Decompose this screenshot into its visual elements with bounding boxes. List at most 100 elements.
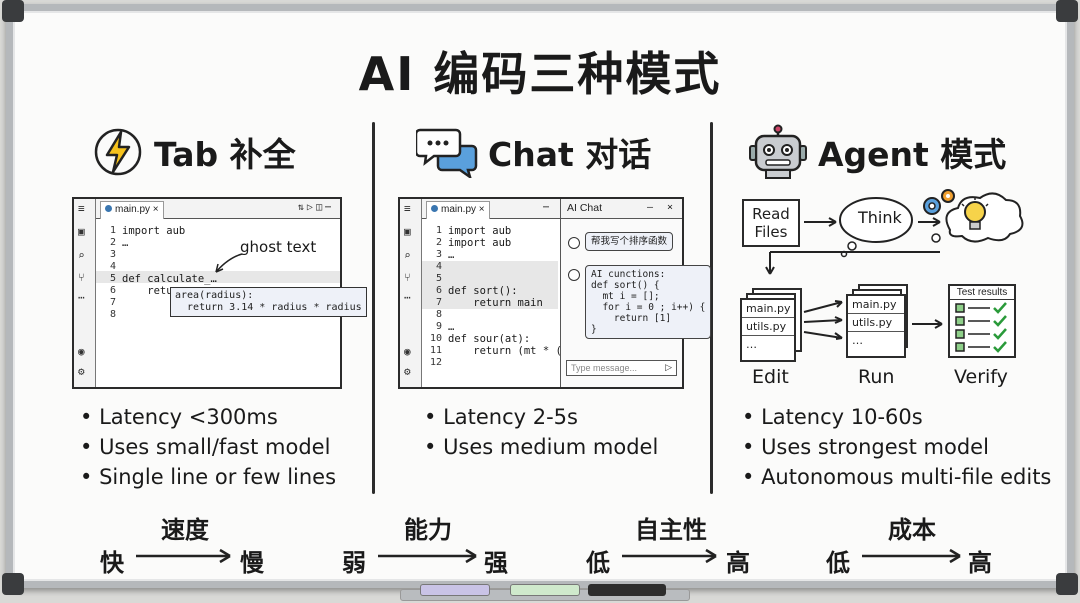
- agent-flow-arrows-bottom: [803, 300, 943, 340]
- files-icon[interactable]: ▣: [404, 225, 411, 238]
- purple-marker: [420, 584, 490, 596]
- agent-mode-heading: Agent 模式: [748, 122, 1006, 182]
- scale-arrow: [136, 548, 231, 564]
- agent-mode-title: Agent 模式: [818, 135, 1007, 174]
- bullet-item: Uses strongest model: [742, 432, 1051, 462]
- account-icon[interactable]: ◉: [404, 345, 411, 358]
- chat-mode-heading: Chat 对话: [416, 122, 651, 182]
- board-title: AI 编码三种模式: [358, 47, 722, 101]
- read-files-box: Read Files: [742, 199, 800, 247]
- menu-icon[interactable]: ≡: [78, 202, 85, 215]
- file-name: main.py: [742, 300, 794, 318]
- editor-tab[interactable]: main.py ×: [100, 201, 164, 219]
- settings-icon[interactable]: ⚙: [404, 365, 411, 378]
- scale-low: 低: [826, 549, 850, 577]
- read-files-label: Read Files: [752, 205, 790, 241]
- menu-icon[interactable]: ≡: [404, 202, 411, 215]
- more-icon[interactable]: ⋯: [404, 291, 411, 304]
- scale-title: 能力: [404, 516, 452, 544]
- edit-file-card: main.py utils.py …: [740, 298, 796, 362]
- scale-low: 低: [586, 549, 610, 577]
- scale-arrow: [862, 548, 961, 564]
- editor-toolbar[interactable]: ⇅▷◫⋯: [297, 202, 334, 213]
- files-icon[interactable]: ▣: [78, 225, 85, 238]
- verify-label: Verify: [954, 366, 1008, 388]
- file-name: utils.py: [848, 314, 904, 332]
- frame-corner: [1056, 0, 1078, 22]
- test-results-title: Test results: [950, 286, 1014, 300]
- bullet-item: Latency 10-60s: [742, 402, 1051, 432]
- scale-high: 高: [968, 549, 992, 577]
- run-label: Run: [858, 366, 895, 388]
- scale-title: 速度: [161, 516, 209, 544]
- user-message: 帮我写个排序函数: [585, 232, 674, 251]
- tab-mode-bullets: Latency <300ms Uses small/fast model Sin…: [80, 402, 336, 492]
- more-icon[interactable]: ⋯: [78, 291, 85, 304]
- frame-corner: [1056, 573, 1078, 595]
- frame-corner: [2, 573, 24, 595]
- user-avatar: [568, 237, 580, 249]
- frame-corner: [2, 0, 24, 22]
- scale-low: 快: [100, 549, 124, 577]
- test-results-panel: Test results: [948, 284, 1016, 358]
- speed-scale: 速度 快 慢: [100, 510, 270, 577]
- ghost-text-popup: area(radius): return 3.14 * radius * rad…: [170, 287, 367, 317]
- line-numbers: 1 2 3 4 5 6 7 8 9 10 11 12: [429, 225, 442, 368]
- capability-scale: 能力 弱 强: [342, 510, 514, 577]
- settings-icon[interactable]: ⚙: [78, 365, 85, 378]
- ai-chat-title: AI Chat: [567, 202, 603, 214]
- scale-title: 自主性: [635, 516, 707, 544]
- chat-editor-window: ≡ ▣ ⌕ ⑂ ⋯ ◉ ⚙ main.py × ⋯ 1 2 3 4 5 6 7 …: [398, 197, 712, 389]
- editor-tab[interactable]: main.py ×: [426, 201, 490, 219]
- branch-icon[interactable]: ⑂: [404, 271, 411, 284]
- account-icon[interactable]: ◉: [78, 345, 85, 358]
- autonomy-scale: 自主性 低 高: [586, 510, 756, 577]
- bullet-item: Single line or few lines: [80, 462, 336, 492]
- scale-arrow: [378, 548, 477, 564]
- chat-bubbles-icon: [416, 128, 478, 178]
- column-divider: [372, 122, 375, 494]
- branch-icon[interactable]: ⑂: [78, 271, 85, 284]
- current-line-highlight: [96, 271, 340, 283]
- robot-icon: [749, 124, 807, 179]
- bullet-item: Uses medium model: [424, 432, 658, 462]
- tab-mode-heading: Tab 补全: [92, 122, 296, 182]
- tab-editor-window: ≡ ▣ ⌕ ⑂ ⋯ ◉ ⚙ main.py × ⇅▷◫⋯ 1 2 3 4 5 6…: [72, 197, 367, 389]
- search-icon[interactable]: ⌕: [78, 249, 85, 262]
- scale-high: 高: [726, 549, 750, 577]
- line-numbers: 1 2 3 4 5 6 7 8: [109, 225, 116, 320]
- editor-toolbar[interactable]: ⋯: [542, 202, 552, 213]
- bullet-item: Latency 2-5s: [424, 402, 658, 432]
- lightning-icon: [94, 128, 142, 176]
- scale-arrow: [622, 548, 717, 564]
- gears-icon: [923, 189, 955, 215]
- chat-window-controls[interactable]: — ×: [646, 202, 677, 213]
- green-marker: [510, 584, 580, 596]
- selection-highlight: [422, 261, 558, 309]
- code-text: import aub … def calculate_… retu: [122, 225, 217, 297]
- bullet-item: Latency <300ms: [80, 402, 336, 432]
- run-file-card: main.py utils.py …: [846, 294, 906, 358]
- cost-scale: 成本 低 高: [826, 510, 998, 577]
- file-name: main.py: [848, 296, 904, 314]
- send-icon[interactable]: ▷: [665, 362, 672, 372]
- chat-mode-bullets: Latency 2-5s Uses medium model: [424, 402, 658, 462]
- scale-low: 弱: [342, 549, 366, 577]
- chat-input[interactable]: Type message... ▷: [566, 360, 677, 376]
- bullet-item: Autonomous multi-file edits: [742, 462, 1051, 492]
- chat-mode-title: Chat 对话: [488, 135, 652, 174]
- annotation-arrow: [215, 253, 243, 273]
- file-name: …: [746, 338, 757, 351]
- black-marker: [588, 584, 666, 596]
- search-icon[interactable]: ⌕: [404, 249, 411, 262]
- file-name: …: [852, 334, 863, 347]
- test-checklist-icon: [955, 302, 1007, 353]
- agent-mode-bullets: Latency 10-60s Uses strongest model Auto…: [742, 402, 1051, 492]
- tab-mode-title: Tab 补全: [154, 135, 296, 174]
- ai-message: AI cunctions: def sort() { mt i = []; fo…: [585, 265, 712, 339]
- file-name: utils.py: [742, 318, 794, 336]
- scale-title: 成本: [888, 516, 936, 544]
- edit-label: Edit: [752, 366, 789, 388]
- scale-high: 强: [484, 549, 508, 577]
- ghost-text-annotation: ghost text: [240, 238, 317, 256]
